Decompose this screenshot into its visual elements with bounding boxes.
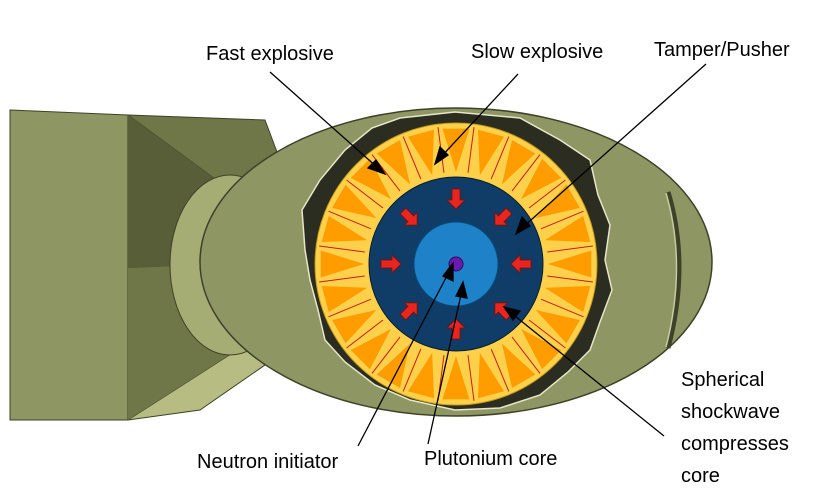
- lens-boundary-line: [547, 245, 593, 253]
- label-neutron-initiator: Neutron initiator: [197, 451, 339, 473]
- slow-explosive-lens: [477, 129, 505, 176]
- slow-explosive-lens: [407, 129, 435, 176]
- slow-explosive-lens: [477, 352, 505, 399]
- slow-explosive-lens: [376, 343, 410, 388]
- lens-boundary-line: [346, 319, 384, 349]
- slow-explosive-lens: [442, 356, 470, 400]
- compression-arrow-icon: [399, 207, 418, 226]
- lens-boundary-line: [319, 275, 365, 283]
- slow-explosive-lens: [350, 158, 391, 199]
- fin-box-back: [9, 109, 129, 421]
- lens-boundary-line: [511, 336, 541, 374]
- lens-boundary-line: [402, 348, 422, 392]
- lens-boundary-line: [547, 275, 593, 283]
- arrow-shape: [399, 302, 418, 321]
- label-shockwave-line-4: core: [681, 465, 720, 487]
- label-plutonium-core: Plutonium core: [424, 448, 557, 470]
- slow-explosive-lens: [502, 140, 536, 185]
- slow-explosive-lens: [332, 310, 377, 344]
- label-slow-explosive: Slow explosive: [471, 41, 603, 63]
- lens-boundary-line: [402, 136, 422, 180]
- arrow-shape: [446, 188, 466, 210]
- compression-arrow-icon: [380, 254, 402, 274]
- compression-arrow-icon: [446, 188, 466, 210]
- leader-tamper-head: [514, 215, 532, 236]
- label-tamper-pusher: Tamper/Pusher: [654, 39, 790, 61]
- slow-explosive-lens: [320, 250, 364, 278]
- leader-fast-explosive-head: [366, 158, 387, 176]
- leader-fast-explosive: [269, 71, 379, 169]
- compression-arrow-icon: [494, 207, 513, 226]
- slow-explosive-lens: [321, 215, 368, 243]
- leader-shockwave-head: [502, 305, 522, 322]
- slow-explosive-lens: [521, 158, 562, 199]
- leader-tamper: [521, 63, 707, 229]
- arrow-shape: [399, 207, 418, 226]
- leader-shockwave: [509, 311, 665, 437]
- lens-boundary-line: [490, 348, 510, 392]
- label-shockwave-line-2: shockwave: [681, 401, 780, 423]
- lens-boundary-line: [528, 319, 566, 349]
- lens-boundary-line: [467, 355, 475, 401]
- leader-neutron-initiator-head: [442, 261, 454, 283]
- lens-boundary-line: [528, 179, 566, 209]
- slow-explosive-lens: [442, 128, 470, 172]
- compression-arrows: [380, 188, 532, 340]
- slow-explosive-lens: [332, 184, 377, 218]
- casing-seam-highlight: [665, 192, 678, 348]
- leader-plutonium-core-head: [455, 280, 468, 299]
- slow-explosive-lens: [535, 184, 580, 218]
- label-shockwave-line-3: compresses: [681, 433, 789, 455]
- label-shockwave-line-1: Spherical: [681, 369, 764, 391]
- lens-boundary-line: [540, 210, 584, 230]
- slow-explosive-lens: [535, 310, 580, 344]
- leader-slow-explosive-head: [433, 145, 450, 166]
- lens-boundary-line: [328, 298, 372, 318]
- compression-arrow-icon: [510, 254, 532, 274]
- arrow-shape: [446, 318, 466, 340]
- lens-boundary-line: [319, 245, 365, 253]
- slow-explosive-lens: [548, 250, 592, 278]
- lens-boundary-line: [328, 210, 372, 230]
- slow-explosive-lens: [544, 285, 591, 313]
- slow-explosive-lens: [321, 285, 368, 313]
- lens-boundary-line: [371, 336, 401, 374]
- lens-boundary-line: [540, 298, 584, 318]
- leader-slow-explosive: [439, 73, 519, 159]
- leader-neutron-initiator: [357, 269, 451, 447]
- slow-explosive-lenses: [320, 128, 592, 400]
- slow-explosive-lens: [521, 329, 562, 370]
- slow-explosive-lens: [376, 140, 410, 185]
- slow-explosive-lens: [502, 343, 536, 388]
- arrow-shape: [510, 254, 532, 274]
- slow-explosive-lens: [544, 215, 591, 243]
- lens-boundary-line: [467, 127, 475, 173]
- arrow-shape: [380, 254, 402, 274]
- label-fast-explosive: Fast explosive: [206, 43, 334, 65]
- compression-arrow-icon: [399, 302, 418, 321]
- leader-lines: [269, 63, 707, 447]
- compression-arrow-icon: [446, 318, 466, 340]
- lens-boundary-line: [490, 136, 510, 180]
- lens-boundary-line: [511, 154, 541, 192]
- leader-plutonium-core: [427, 289, 463, 445]
- slow-explosive-lens: [407, 352, 435, 399]
- slow-explosive-lens: [350, 329, 391, 370]
- casing-seam: [665, 191, 682, 349]
- lens-boundary-line: [346, 179, 384, 209]
- arrow-shape: [494, 207, 513, 226]
